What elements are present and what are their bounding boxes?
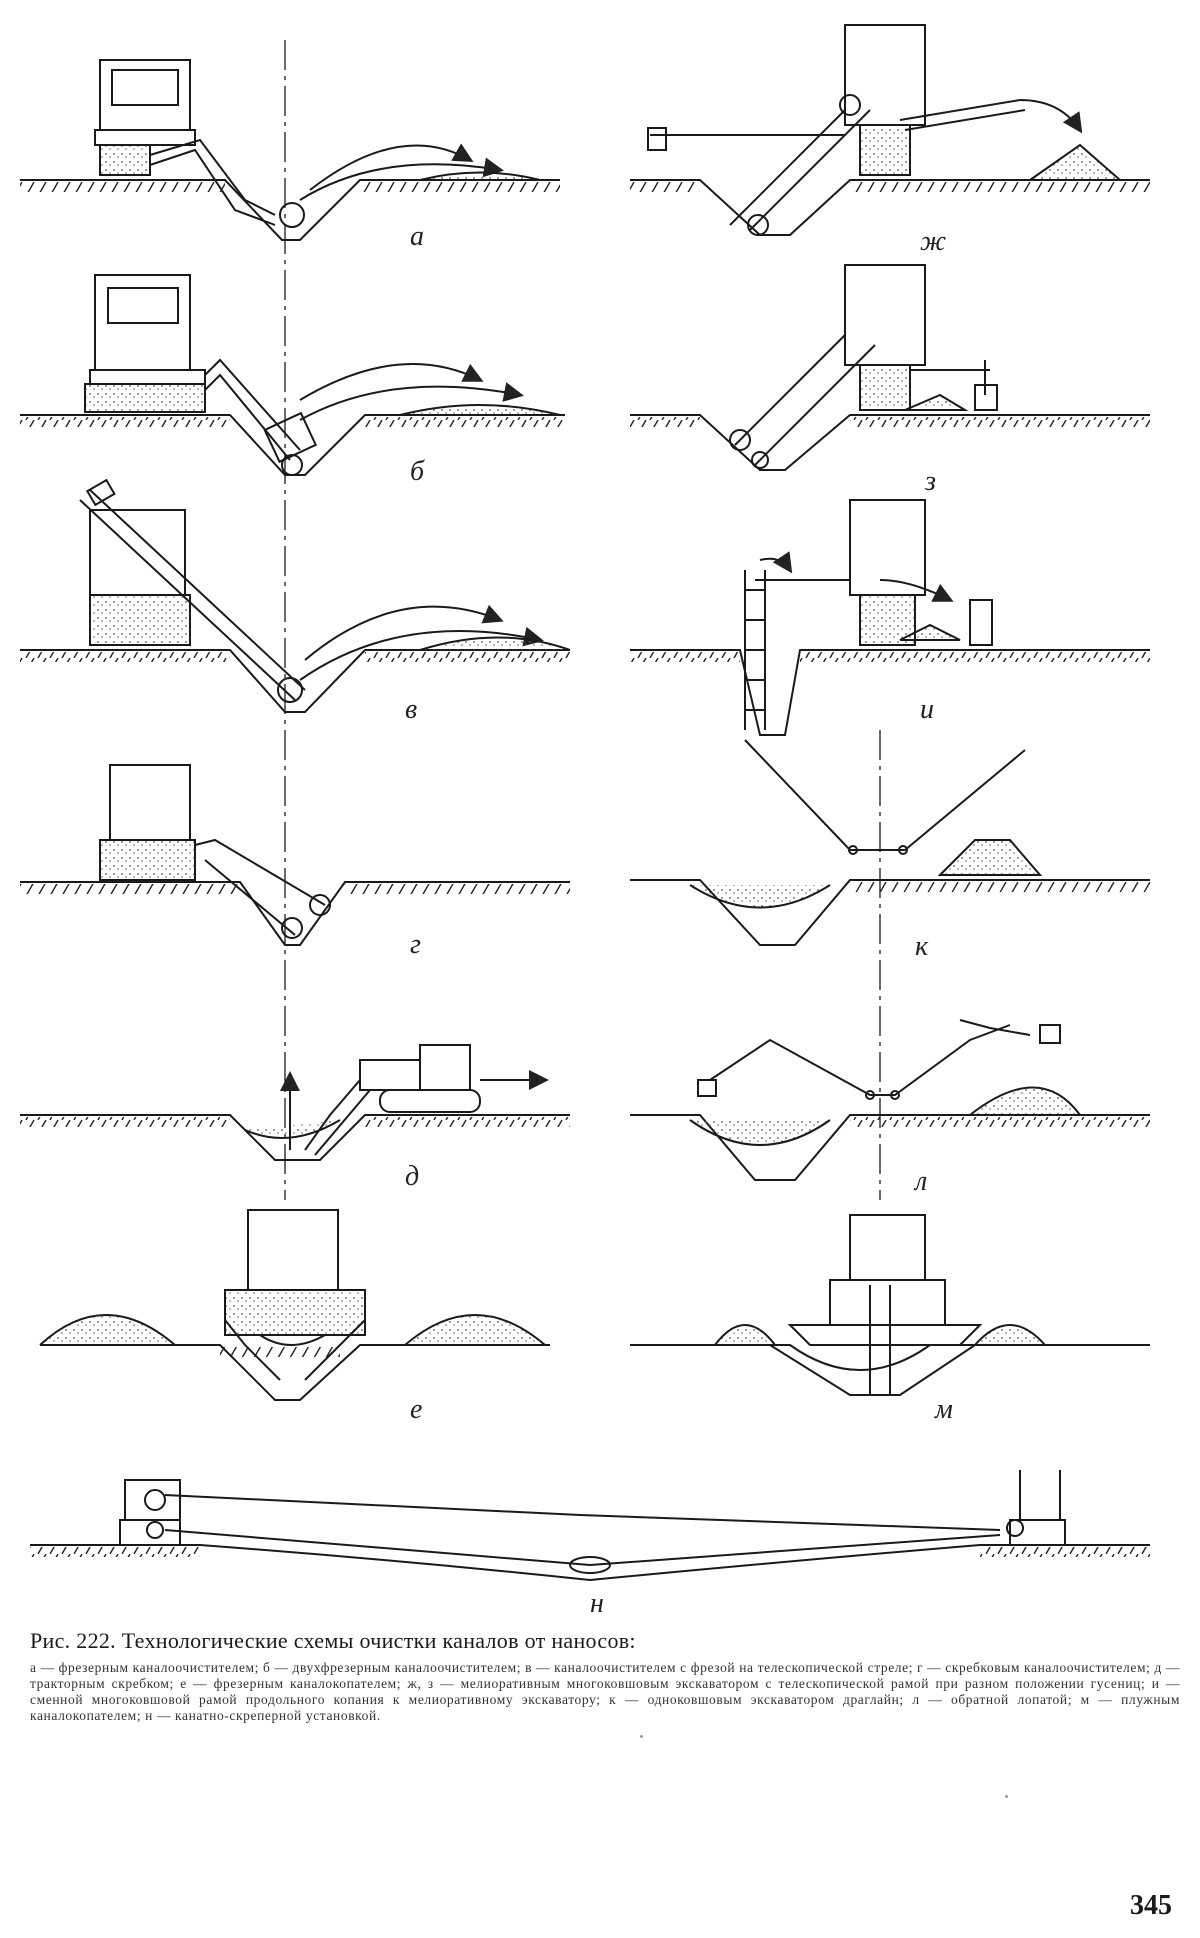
label-b: б <box>410 456 425 487</box>
diagram-m <box>630 1215 1150 1395</box>
diagram-b <box>20 275 565 475</box>
diagram-zh <box>630 25 1150 235</box>
label-a: а <box>410 221 424 252</box>
caption-title: Рис. 222. Технологические схемы очистки … <box>30 1628 1180 1654</box>
diagram-v <box>20 480 570 712</box>
speck <box>1005 1795 1008 1798</box>
diagram-l <box>630 1020 1150 1180</box>
diagram-e <box>40 1210 550 1400</box>
label-e: е <box>410 1394 422 1425</box>
label-m: м <box>934 1394 953 1425</box>
diagram-d <box>20 1045 570 1160</box>
speck <box>640 1735 643 1738</box>
diagram-i <box>630 500 1150 735</box>
diagram-a <box>20 60 560 240</box>
caption-body: а — фрезерным каналоочистителем; б — дву… <box>30 1660 1180 1724</box>
label-zh: ж <box>920 226 946 257</box>
technical-figure: а б в г д е ж з и к л м н <box>0 0 1200 1620</box>
label-d: д <box>405 1161 419 1192</box>
label-n: н <box>590 1588 604 1619</box>
label-z: з <box>924 466 936 497</box>
page-number: 345 <box>1130 1890 1172 1922</box>
diagram-g <box>20 765 570 945</box>
label-k: к <box>915 931 929 962</box>
diagram-z <box>630 265 1150 470</box>
figure-caption: Рис. 222. Технологические схемы очистки … <box>30 1628 1180 1724</box>
diagram-k <box>630 740 1150 945</box>
label-l: л <box>913 1166 927 1197</box>
diagram-n <box>30 1470 1150 1580</box>
label-i: и <box>920 694 934 725</box>
label-v: в <box>405 694 417 725</box>
label-g: г <box>410 929 421 960</box>
